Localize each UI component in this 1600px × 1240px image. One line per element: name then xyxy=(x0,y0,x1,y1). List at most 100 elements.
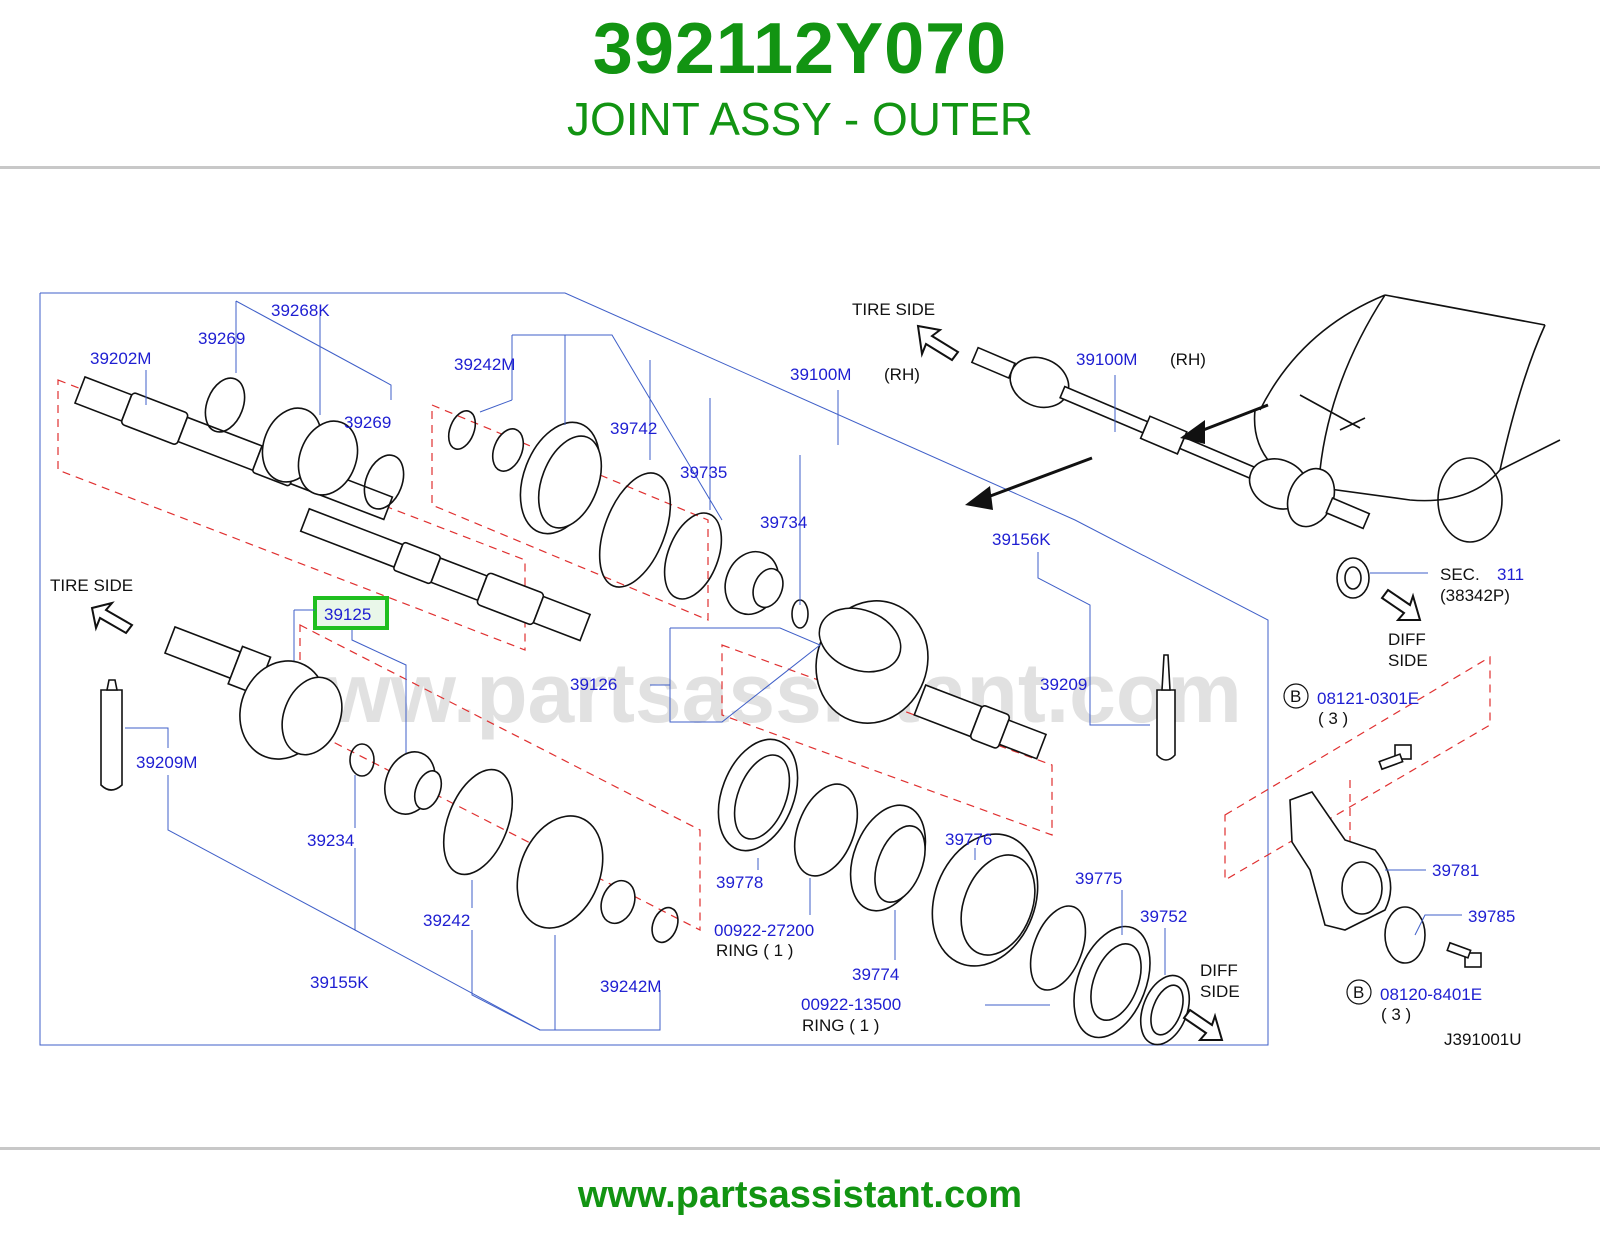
grease-tube-39209 xyxy=(1156,654,1176,761)
diagram-frame xyxy=(39,292,1269,1046)
boot-outer xyxy=(516,815,636,929)
callout-39775[interactable]: 39775 xyxy=(1075,869,1122,888)
svg-text:TIRE SIDE: TIRE SIDE xyxy=(50,576,133,595)
callout-39125-highlight[interactable] xyxy=(313,596,389,630)
callout-39781[interactable]: 39781 xyxy=(1432,861,1479,880)
ring-qty-1: RING ( 1 ) xyxy=(716,941,793,960)
callout-39242M-a[interactable]: 39242M xyxy=(454,355,515,374)
header-divider xyxy=(0,166,1600,169)
callout-39125[interactable]: 39125 xyxy=(324,605,371,624)
direction-diff-side-top: DIFF SIDE xyxy=(1380,588,1428,670)
callout-39156K[interactable]: 39156K xyxy=(992,530,1051,549)
callout-39242M-b[interactable]: 39242M xyxy=(600,977,661,996)
callout-39742[interactable]: 39742 xyxy=(610,419,657,438)
group-bracket xyxy=(1224,655,1491,882)
svg-text:DIFF: DIFF xyxy=(1200,961,1238,980)
callout-39100M-main[interactable]: 39100M xyxy=(790,365,851,384)
ring-39735 xyxy=(663,512,723,600)
grease-tube-39209M xyxy=(100,679,123,791)
bracket-39781 xyxy=(1289,791,1392,931)
group-inner-joint xyxy=(721,644,1053,836)
callout-39242[interactable]: 39242 xyxy=(423,911,470,930)
direction-tire-side-top: TIRE SIDE xyxy=(852,300,960,362)
car-outline xyxy=(1253,294,1561,543)
callout-39268K[interactable]: 39268K xyxy=(271,301,330,320)
sec-reference: (38342P) xyxy=(1440,586,1510,605)
leader-39126-box xyxy=(669,627,821,723)
callout-39785[interactable]: 39785 xyxy=(1468,907,1515,926)
callout-39774[interactable]: 39774 xyxy=(852,965,899,984)
callout-08120-8401E[interactable]: 08120-8401E xyxy=(1380,985,1482,1004)
callout-39269-a[interactable]: 39269 xyxy=(198,329,245,348)
callout-39209M[interactable]: 39209M xyxy=(136,753,197,772)
callout-39155K[interactable]: 39155K xyxy=(310,973,369,992)
outer-joint-39125 xyxy=(163,625,343,760)
bracket-39785 xyxy=(1384,906,1426,964)
badge-b-2 xyxy=(1346,979,1372,1005)
rh-label-top: (RH) xyxy=(1170,350,1206,369)
seal-39778 xyxy=(717,738,799,852)
leaders-lower-left xyxy=(167,775,661,1031)
clamp-39242M-b xyxy=(651,906,679,944)
diagram-code: J391001U xyxy=(1444,1030,1522,1049)
clamp-39242M-a xyxy=(447,410,477,450)
footer-url[interactable]: www.partsassistant.com xyxy=(577,1174,1023,1216)
badge-b-2-text: B xyxy=(1353,983,1364,1002)
callout-39269-b[interactable]: 39269 xyxy=(344,413,391,432)
direction-diff-side-bottom: DIFF SIDE xyxy=(1182,961,1240,1041)
leader-39785 xyxy=(1414,914,1462,936)
boot-inner xyxy=(491,421,603,535)
callout-39735[interactable]: 39735 xyxy=(680,463,727,482)
band-39242 xyxy=(442,768,514,876)
callout-39776[interactable]: 39776 xyxy=(945,830,992,849)
inner-joint-39126 xyxy=(815,600,1048,760)
callout-39202M[interactable]: 39202M xyxy=(90,349,151,368)
ring-qty-2: RING ( 1 ) xyxy=(802,1016,879,1035)
bearing-39734 xyxy=(724,550,784,616)
bearing-39774 xyxy=(849,804,927,912)
leaders-upper-middle xyxy=(479,334,801,605)
svg-text:SIDE: SIDE xyxy=(1200,982,1240,1001)
leader-39156K xyxy=(1037,552,1150,726)
callout-39778[interactable]: 39778 xyxy=(716,873,763,892)
callout-39734[interactable]: 39734 xyxy=(760,513,807,532)
callout-39234[interactable]: 39234 xyxy=(307,831,354,850)
callout-39209[interactable]: 39209 xyxy=(1040,675,1087,694)
watermark-text: www.partsassistant.com xyxy=(259,646,1242,740)
group-outer-joint xyxy=(299,624,701,931)
footer-divider xyxy=(0,1147,1600,1150)
group-inner-boot xyxy=(431,404,709,621)
bolt-08120-8401E xyxy=(1446,941,1482,968)
shield-39775 xyxy=(1073,925,1151,1039)
leaders-upper-left xyxy=(145,300,392,415)
sec-label: SEC. xyxy=(1440,565,1480,584)
badge-b-1-text: B xyxy=(1290,687,1301,706)
rh-label-main: (RH) xyxy=(884,365,920,384)
callout-00922-13500[interactable]: 00922-13500 xyxy=(801,995,901,1014)
snap-ring-00922-27200 xyxy=(793,783,859,877)
sec-number[interactable]: 311 xyxy=(1497,565,1524,584)
clamp-39269-a xyxy=(204,377,246,433)
part-name-subtitle: JOINT ASSY - OUTER xyxy=(566,93,1034,145)
band-39742 xyxy=(598,472,672,588)
callout-39126[interactable]: 39126 xyxy=(570,675,617,694)
seal-sec-311-inner xyxy=(1344,566,1362,590)
callout-39100M-top[interactable]: 39100M xyxy=(1076,350,1137,369)
hub-39776 xyxy=(931,833,1039,967)
clamp-39269-b xyxy=(363,454,405,510)
part-number-title: 392112Y070 xyxy=(592,9,1008,89)
callout-00922-27200[interactable]: 00922-27200 xyxy=(714,921,814,940)
direction-tire-side-left: TIRE SIDE xyxy=(50,576,134,635)
leader-39209M xyxy=(125,727,169,748)
qty-08121: ( 3 ) xyxy=(1318,709,1348,728)
callout-08121-0301E[interactable]: 08121-0301E xyxy=(1317,689,1419,708)
svg-text:DIFF: DIFF xyxy=(1388,630,1426,649)
bearing-cage xyxy=(384,751,443,815)
callout-39752[interactable]: 39752 xyxy=(1140,907,1187,926)
bolt-08121-0301E xyxy=(1378,744,1412,771)
circlip-39234 xyxy=(349,743,375,777)
leaders-lower-middle xyxy=(757,848,1166,1006)
svg-text:TIRE SIDE: TIRE SIDE xyxy=(852,300,935,319)
snap-ring-00922-13500 xyxy=(1029,905,1087,991)
